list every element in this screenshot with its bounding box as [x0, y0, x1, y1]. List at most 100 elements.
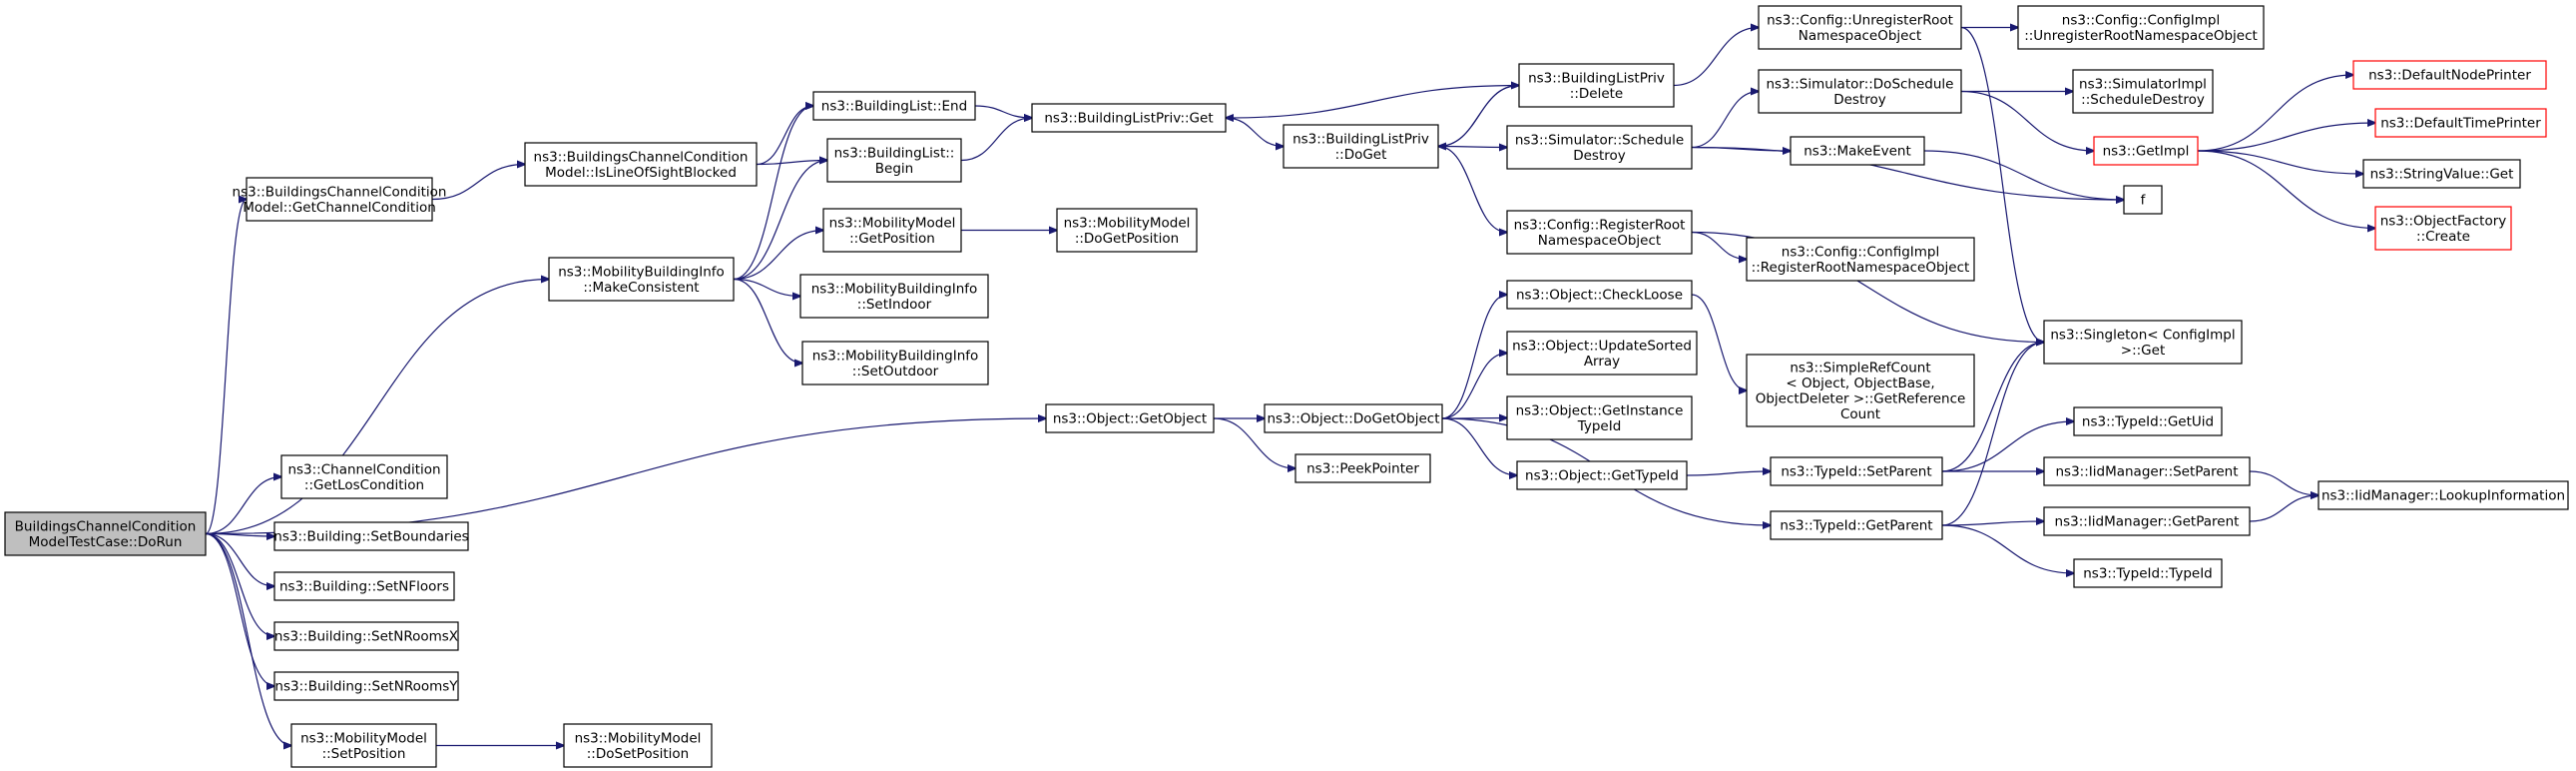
node-iidManagerLookup[interactable]: ns3::IidManager::LookupInformation [2318, 480, 2569, 510]
node-buildingListPrivDoGet[interactable]: ns3::BuildingListPriv::DoGet [1283, 124, 1439, 169]
node-buildingListEnd[interactable]: ns3::BuildingList::End [812, 91, 976, 121]
node-mobilityModelSetPosition[interactable]: ns3::MobilityModel::SetPosition [290, 723, 437, 768]
node-box [1506, 125, 1693, 170]
node-buildingSetNFloors[interactable]: ns3::Building::SetNFloors [273, 571, 455, 601]
edge-line [1686, 471, 1771, 476]
node-label-line: BuildingsChannelCondition [15, 518, 197, 534]
node-box [2374, 108, 2547, 138]
node-label-line: Destroy [1833, 92, 1886, 108]
node-root[interactable]: BuildingsChannelConditionModelTestCase::… [4, 511, 207, 556]
edge-line [2249, 495, 2318, 522]
edge-buildingListPrivDelete-to-configUnregister [1673, 28, 1759, 87]
node-objectFactoryCreate[interactable]: ns3::ObjectFactory::Create [2374, 206, 2512, 251]
node-box [1516, 460, 1688, 490]
node-label-line: Model::IsLineOfSightBlocked [545, 165, 737, 181]
node-label-line: ns3::TypeId::SetParent [1781, 464, 1931, 480]
node-label-line: ns3::Building::SetBoundaries [273, 529, 468, 545]
node-box [2374, 206, 2512, 251]
node-box [2073, 406, 2223, 436]
node-setOutdoor[interactable]: ns3::MobilityBuildingInfo::SetOutdoor [801, 341, 989, 386]
edge-line [1226, 84, 1520, 119]
node-objectGetObject[interactable]: ns3::Object::GetObject [1045, 403, 1215, 433]
node-box [799, 274, 989, 319]
node-stringValueGet[interactable]: ns3::StringValue::Get [2362, 159, 2521, 189]
edge-buildingListPrivGet-to-buildingListPrivDoGet [1225, 117, 1284, 147]
node-label-line: f [2141, 193, 2147, 209]
edge-line [2249, 470, 2318, 495]
edge-objectDoGetObject-to-objectCheckLoose [1441, 295, 1507, 419]
node-label-line: TypeId [1577, 418, 1622, 434]
edge-typeIdGetParent-to-typeIdTypeId [1941, 524, 2074, 573]
node-buildingSetBoundaries[interactable]: ns3::Building::SetBoundaries [273, 521, 469, 551]
node-simScheduleDestroy[interactable]: ns3::Simulator::ScheduleDestroy [1506, 125, 1693, 170]
node-iidManagerGetParent[interactable]: ns3::IidManager::GetParent [2043, 506, 2251, 536]
edge-line [1941, 343, 2044, 526]
node-makeEvent[interactable]: ns3::MakeEvent [1790, 136, 1925, 166]
node-label-line: ObjectDeleter >::GetReference [1756, 390, 1966, 406]
node-buildingSetNRoomsX[interactable]: ns3::Building::SetNRoomsX [273, 621, 459, 651]
node-label-line: ns3::ObjectFactory [2380, 213, 2507, 229]
node-isLineOfSightBlocked[interactable]: ns3::BuildingsChannelConditionModel::IsL… [524, 142, 758, 187]
node-getImpl[interactable]: ns3::GetImpl [2093, 136, 2199, 166]
edge-simScheduleDestroy-to-simDoScheduleDestroy [1691, 92, 1759, 149]
node-label-line: ns3::Building::SetNFloors [279, 579, 449, 595]
node-defaultTimePrinter[interactable]: ns3::DefaultTimePrinter [2374, 108, 2547, 138]
node-configImplUnregister[interactable]: ns3::Config::ConfigImpl::UnregisterRootN… [2017, 5, 2265, 50]
edge-line [1438, 84, 1520, 147]
edge-typeIdGetParent-to-singletonGet [1941, 343, 2044, 526]
node-mobilityBuildingInfoMakeConsistent[interactable]: ns3::MobilityBuildingInfo::MakeConsisten… [548, 257, 735, 302]
edge-objectGetTypeId-to-typeIdSetParent [1686, 471, 1771, 476]
edge-configUnregister-to-singletonGet [1960, 26, 2044, 343]
node-buildingListBegin[interactable]: ns3::BuildingList::Begin [826, 138, 962, 183]
node-buildingSetNRoomsY[interactable]: ns3::Building::SetNRoomsY [273, 671, 459, 701]
edge-objectDoGetObject-to-objectGetTypeId [1441, 417, 1517, 475]
edge-line [205, 532, 291, 746]
node-f[interactable]: f [2123, 185, 2163, 215]
node-label-line: ns3::BuildingListPriv::Get [1044, 111, 1213, 127]
node-label-line: ns3::Config::ConfigImpl [2062, 12, 2220, 28]
node-label-line: ns3::Building::SetNRoomsX [274, 629, 458, 645]
node-mobilityModelDoSetPosition[interactable]: ns3::MobilityModel::DoSetPosition [563, 723, 713, 768]
node-configImplRegister[interactable]: ns3::Config::ConfigImpl::RegisterRootNam… [1746, 237, 1975, 282]
node-configUnregister[interactable]: ns3::Config::UnregisterRootNamespaceObje… [1758, 5, 1962, 50]
node-typeIdGetParent[interactable]: ns3::TypeId::GetParent [1770, 510, 1943, 540]
node-box [246, 177, 433, 222]
edge-line [1225, 117, 1284, 147]
node-iidManagerSetParent[interactable]: ns3::IidManager::SetParent [2043, 456, 2251, 486]
node-objectGetTypeId[interactable]: ns3::Object::GetTypeId [1516, 460, 1688, 490]
node-label-line: >::Get [2121, 343, 2165, 359]
node-simpleRefCount[interactable]: ns3::SimpleRefCount< Object, ObjectBase,… [1746, 354, 1975, 427]
node-defaultNodePrinter[interactable]: ns3::DefaultNodePrinter [2352, 60, 2547, 90]
node-typeIdTypeId[interactable]: ns3::TypeId::TypeId [2073, 558, 2223, 588]
node-label-line: ns3::MobilityModel [829, 215, 956, 231]
node-typeIdSetParent[interactable]: ns3::TypeId::SetParent [1770, 456, 1943, 486]
node-buildingListPrivDelete[interactable]: ns3::BuildingListPriv::Delete [1518, 63, 1675, 108]
edge-line [733, 231, 823, 281]
edge-root-to-mobilityBuildingInfoMakeConsistent [205, 280, 549, 535]
node-configRegister[interactable]: ns3::Config::RegisterRootNamespaceObject [1506, 210, 1693, 255]
node-label-line: ::UnregisterRootNamespaceObject [2024, 28, 2258, 44]
edge-mobilityBuildingInfoMakeConsistent-to-buildingListBegin [733, 161, 827, 281]
node-label-line: ns3::Simulator::DoSchedule [1767, 76, 1954, 92]
node-label-line: ns3::BuildingListPriv [1528, 70, 1665, 86]
node-channelConditionGetLos[interactable]: ns3::ChannelCondition::GetLosCondition [280, 454, 448, 499]
node-peekPointer[interactable]: ns3::PeekPointer [1294, 453, 1431, 483]
node-objectDoGetObject[interactable]: ns3::Object::DoGetObject [1264, 403, 1443, 433]
node-label-line: ::DoGetPosition [1075, 231, 1179, 247]
node-typeIdGetUid[interactable]: ns3::TypeId::GetUid [2073, 406, 2223, 436]
node-getChannelCondition[interactable]: ns3::BuildingsChannelConditionModel::Get… [233, 177, 447, 222]
node-buildingListPrivGet[interactable]: ns3::BuildingListPriv::Get [1031, 103, 1227, 133]
node-simImplScheduleDestroy[interactable]: ns3::SimulatorImpl::ScheduleDestroy [2072, 69, 2214, 114]
node-box [2043, 320, 2243, 365]
node-label-line: ns3::IidManager::LookupInformation [2321, 488, 2565, 504]
edge-objectDoGetObject-to-objectUpdateSortedArray [1441, 354, 1507, 419]
node-setIndoor[interactable]: ns3::MobilityBuildingInfo::SetIndoor [799, 274, 989, 319]
node-objectCheckLoose[interactable]: ns3::Object::CheckLoose [1506, 280, 1693, 310]
node-box [2362, 159, 2521, 189]
node-mobilityModelGetPosition[interactable]: ns3::MobilityModel::GetPosition [822, 208, 962, 253]
node-mobilityModelDoGetPosition[interactable]: ns3::MobilityModel::DoGetPosition [1056, 208, 1198, 253]
node-singletonGet[interactable]: ns3::Singleton< ConfigImpl >::Get [2043, 320, 2243, 365]
